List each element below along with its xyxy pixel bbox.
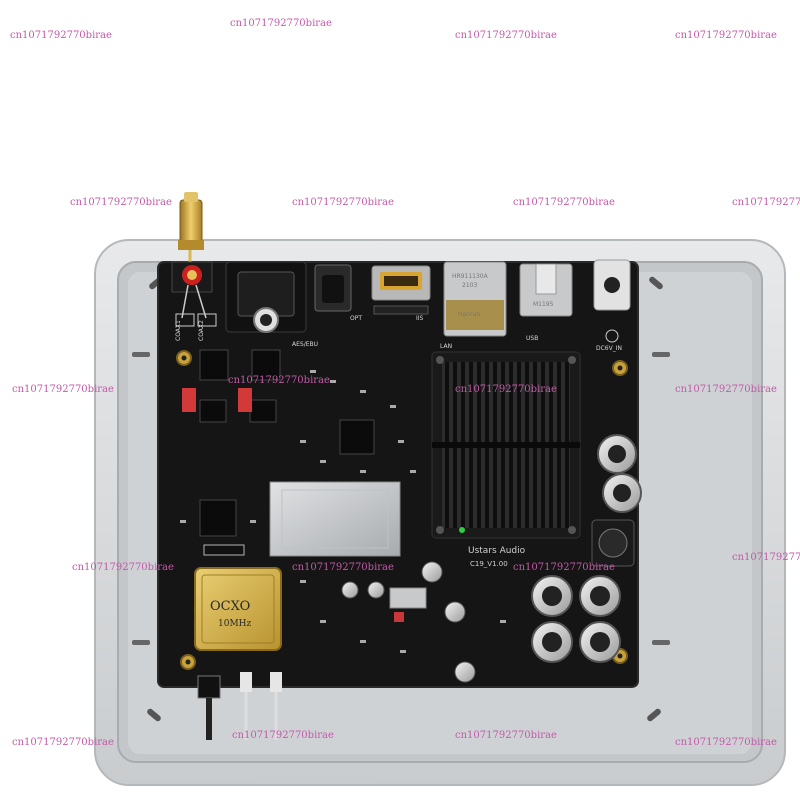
watermark-text: cn1071792770birae <box>292 562 394 573</box>
coax-rca-jack: COAX1 COAX2 <box>171 261 217 341</box>
watermark-text: cn1071792770birae <box>675 737 777 748</box>
watermark-text: cn1071792770birae <box>675 30 777 41</box>
aes-ebu-label: AES/EBU <box>292 341 318 348</box>
revision-label: C19_V1.00 <box>470 560 508 568</box>
hdmi-iis-port: IIS <box>371 265 431 322</box>
ocxo-label: OCXO <box>210 599 250 614</box>
watermark-text: cn1071792770birae <box>732 552 800 563</box>
watermark-text: cn1071792770birae <box>228 375 330 386</box>
front-switches <box>197 672 282 740</box>
usb-label: USB <box>526 335 538 342</box>
watermark-text: cn1071792770birae <box>292 197 394 208</box>
heatsink <box>431 351 581 539</box>
ethernet-chip-line2: 2103 <box>462 282 477 289</box>
watermark-text: cn1071792770birae <box>12 384 114 395</box>
watermark-text: cn1071792770birae <box>513 562 615 573</box>
iis-label: IIS <box>416 315 424 322</box>
rf-shield-can <box>269 481 401 557</box>
mounting-holes <box>176 350 628 670</box>
watermark-text: cn1071792770birae <box>455 30 557 41</box>
ethernet-chip-line1: HR911130A <box>452 273 489 280</box>
ethernet-chip-line3: Hanrun <box>458 311 480 318</box>
usb-port: M1195 USB <box>519 263 573 342</box>
watermark-text: cn1071792770birae <box>732 197 800 208</box>
smd-components <box>180 370 506 653</box>
watermark-text: cn1071792770birae <box>232 730 334 741</box>
electrolytic-capacitors <box>341 434 642 683</box>
watermark-text: cn1071792770birae <box>455 384 557 395</box>
ocxo-frequency-label: 10MHz <box>218 619 252 629</box>
watermark-text: cn1071792770birae <box>455 730 557 741</box>
ethernet-lan-port: HR911130A 2103 Hanrun LAN <box>440 261 507 350</box>
watermark-text: cn1071792770birae <box>230 18 332 29</box>
lan-label: LAN <box>440 343 452 350</box>
usb-chip-label: M1195 <box>533 301 554 308</box>
xlr-aes-ebu-connector: AES/EBU <box>225 261 318 348</box>
watermark-text: cn1071792770birae <box>70 197 172 208</box>
watermark-text: cn1071792770birae <box>513 197 615 208</box>
watermark-text: cn1071792770birae <box>72 562 174 573</box>
dc-power-jack: DC6V_IN <box>593 259 631 352</box>
power-inductor <box>591 519 635 567</box>
relays <box>182 388 252 412</box>
opt-label: OPT <box>350 315 362 322</box>
watermark-text: cn1071792770birae <box>675 384 777 395</box>
brand-label: Ustars Audio <box>468 546 526 556</box>
optical-toslink-port: OPT <box>314 264 362 322</box>
dc-in-label: DC6V_IN <box>596 345 622 352</box>
ocxo-oscillator: OCXO 10MHz <box>194 567 282 651</box>
coax2-label: COAX2 <box>198 320 205 341</box>
coax1-label: COAX1 <box>175 320 182 341</box>
ic-chips <box>199 349 427 622</box>
watermark-text: cn1071792770birae <box>10 30 112 41</box>
watermark-text: cn1071792770birae <box>12 737 114 748</box>
